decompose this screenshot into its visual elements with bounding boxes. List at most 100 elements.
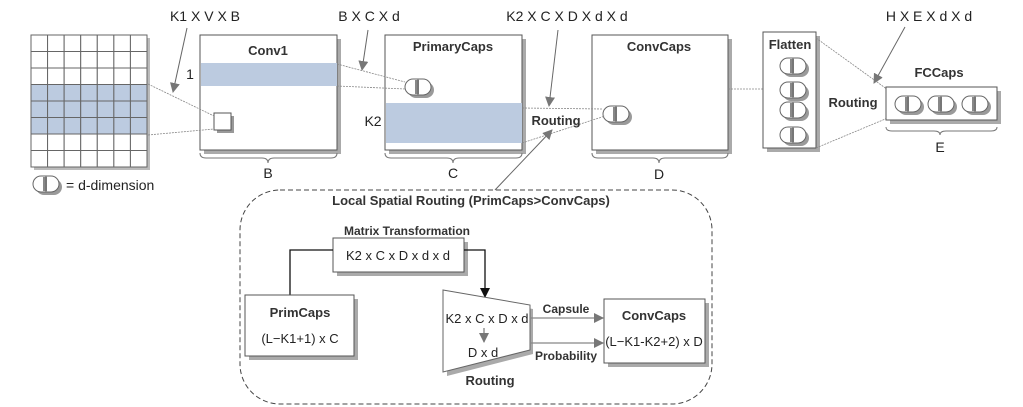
matrix-to-routing-arrow: [464, 249, 490, 298]
input-grid: [30, 34, 150, 170]
grid-cell: [113, 150, 131, 168]
primarycaps-brace: [384, 152, 523, 164]
capsule-icon: [32, 175, 63, 196]
grid-cell: [47, 150, 65, 168]
flatten-block: Flatten: [762, 31, 820, 152]
fccaps-title: FCCaps: [914, 65, 963, 80]
annotation-arrow: [170, 27, 188, 93]
convcaps-detail-title: ConvCaps: [622, 308, 686, 323]
probability-edge-label: Probability: [535, 349, 597, 363]
grid-cell: [96, 67, 115, 85]
grid-cell: [129, 150, 148, 168]
convcaps-brace-label: D: [654, 166, 664, 182]
routing-label-primary-to-conv: Routing: [531, 113, 580, 128]
grid-cell: [63, 34, 82, 52]
routing-trapezoid: [442, 289, 531, 373]
grid-cell: [129, 51, 148, 69]
grid-cell: [63, 150, 82, 168]
connector: [815, 111, 903, 149]
grid-cell: [47, 51, 65, 69]
conv1-kernel-cell: [213, 112, 232, 131]
grid-cell: [129, 100, 148, 118]
grid-cell: [30, 34, 49, 52]
grid-cell: [63, 84, 82, 102]
grid-cell: [96, 100, 115, 118]
grid-cell: [30, 150, 49, 168]
grid-cell: [30, 133, 49, 151]
grid-cell: [63, 117, 82, 135]
grid-cell: [63, 100, 82, 118]
grid-cell: [47, 100, 65, 118]
legend: = d-dimension: [32, 175, 154, 196]
convcaps-title: ConvCaps: [627, 39, 691, 54]
primarycaps-title: PrimaryCaps: [413, 39, 493, 54]
primarycaps-highlight-band: [386, 103, 522, 143]
connector: [521, 115, 606, 144]
detail-title: Local Spatial Routing (PrimCaps>ConvCaps…: [332, 193, 610, 208]
grid-cell: [80, 67, 98, 85]
connector: [336, 63, 406, 83]
grid-cell: [129, 117, 148, 135]
primarycaps-block: PrimaryCaps K2 C: [364, 34, 526, 181]
annotation-fccaps-weights: H X E X d X d: [886, 8, 972, 24]
grid-cell: [63, 133, 82, 151]
primcaps-to-matrix-line: [289, 249, 333, 295]
grid-cell: [80, 150, 98, 168]
legend-text: = d-dimension: [66, 177, 154, 193]
grid-cell: [63, 67, 82, 85]
primcaps-value: (L−K1+1) x C: [261, 331, 338, 346]
routing-label-flatten-to-fc: Routing: [828, 95, 877, 110]
annotation-primarycaps-weights: B X C X d: [338, 8, 399, 24]
grid-cell: [129, 84, 148, 102]
grid-cell: [113, 51, 131, 69]
annotation-arrow: [873, 26, 906, 84]
grid-cell: [96, 150, 115, 168]
annotation-arrow: [545, 29, 559, 107]
matrix-transformation-value: K2 x C x D x d x d: [346, 248, 450, 263]
matrix-transformation-label: Matrix Transformation: [344, 224, 470, 238]
grid-cell: [96, 51, 115, 69]
grid-cell: [129, 34, 148, 52]
annotation-conv1-kernel: K1 X V X B: [170, 8, 240, 24]
matrix-transformation-box: [332, 237, 465, 273]
conv1-brace: [199, 152, 338, 164]
grid-cell: [113, 34, 131, 52]
capsule-edge-label: Capsule: [543, 302, 590, 316]
grid-cell: [30, 51, 49, 69]
detail-pointer-arrow: [494, 129, 553, 191]
local-spatial-routing-detail: Local Spatial Routing (PrimCaps>ConvCaps…: [239, 189, 713, 405]
grid-cell: [129, 67, 148, 85]
grid-cell: [113, 133, 131, 151]
grid-cell: [96, 117, 115, 135]
grid-cell: [80, 34, 98, 52]
conv1-row-label: 1: [186, 66, 194, 82]
grid-cell: [113, 100, 131, 118]
grid-cell: [30, 84, 49, 102]
grid-cell: [80, 117, 98, 135]
annotation-arrow: [358, 29, 369, 71]
fccaps-brace-label: E: [935, 139, 944, 155]
primcaps-box: [244, 294, 355, 357]
fccaps-brace: [885, 126, 998, 136]
connector: [521, 107, 604, 110]
grid-cell: [80, 133, 98, 151]
conv1-block: Conv1 1 B: [186, 34, 341, 181]
grid-cell: [129, 133, 148, 151]
grid-cell: [47, 67, 65, 85]
annotation-convcaps-weights: K2 X C X D X d X d: [506, 8, 627, 24]
conv1-title: Conv1: [248, 43, 288, 58]
grid-cell: [80, 100, 98, 118]
connector: [336, 85, 406, 90]
grid-cell: [96, 34, 115, 52]
grid-cell: [96, 133, 115, 151]
convcaps-block: ConvCaps D: [591, 34, 732, 182]
primarycaps-row-label: K2: [364, 113, 381, 129]
connector: [147, 83, 215, 117]
conv1-highlight-band: [201, 63, 337, 86]
routing-label: Routing: [465, 373, 514, 388]
routing-top-value: K2 x C x D x d: [445, 311, 528, 326]
grid-cell: [30, 67, 49, 85]
grid-cell: [47, 133, 65, 151]
conv1-brace-label: B: [263, 165, 272, 181]
